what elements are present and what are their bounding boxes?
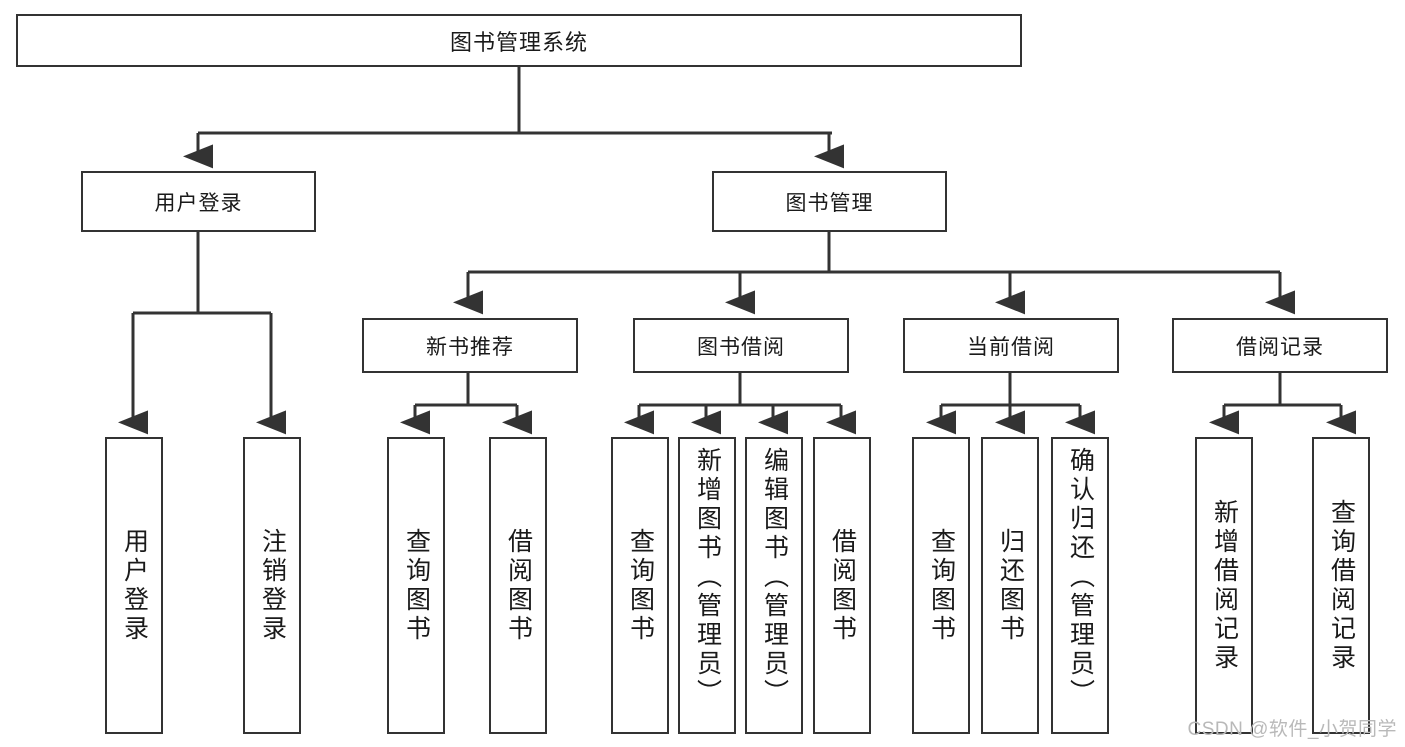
- node-new-book-recommendation[interactable]: 新书推荐: [362, 318, 578, 373]
- leaf-label: 用户登录: [120, 527, 149, 644]
- leaf-inner: 用户登录: [107, 439, 161, 732]
- leaf-borrow-book-recommend[interactable]: 借阅图书: [489, 437, 547, 734]
- node-root-book-management-system[interactable]: 图书管理系统: [16, 14, 1022, 67]
- leaf-logout[interactable]: 注销登录: [243, 437, 301, 734]
- leaf-inner: 查询图书: [914, 439, 968, 732]
- leaf-label: 新增借阅记录: [1210, 498, 1239, 673]
- node-borrow-records[interactable]: 借阅记录: [1172, 318, 1388, 373]
- leaf-label: 查询图书: [927, 527, 956, 644]
- leaf-inner: 借阅图书: [815, 439, 869, 732]
- leaf-label: 确认归还（管理员）: [1066, 447, 1095, 708]
- leaf-return-book[interactable]: 归还图书: [981, 437, 1039, 734]
- leaf-inner: 编辑图书（管理员）: [747, 439, 801, 740]
- leaf-inner: 确认归还（管理员）: [1053, 439, 1107, 740]
- node-label: 当前借阅: [967, 335, 1055, 359]
- leaf-inner: 注销登录: [245, 439, 299, 732]
- leaf-label: 编辑图书（管理员）: [760, 447, 789, 708]
- leaf-query-borrow-record[interactable]: 查询借阅记录: [1312, 437, 1370, 734]
- leaf-confirm-return-admin[interactable]: 确认归还（管理员）: [1051, 437, 1109, 734]
- node-current-borrowing[interactable]: 当前借阅: [903, 318, 1119, 373]
- leaf-inner: 新增借阅记录: [1197, 439, 1251, 732]
- leaf-add-book-admin[interactable]: 新增图书（管理员）: [678, 437, 736, 734]
- leaf-label: 借阅图书: [828, 527, 857, 644]
- leaf-inner: 新增图书（管理员）: [680, 439, 734, 740]
- leaf-label: 查询图书: [626, 527, 655, 644]
- leaf-inner: 归还图书: [983, 439, 1037, 732]
- leaf-user-login[interactable]: 用户登录: [105, 437, 163, 734]
- leaf-label: 注销登录: [258, 527, 287, 644]
- leaf-label: 新增图书（管理员）: [693, 447, 722, 708]
- leaf-label: 借阅图书: [504, 527, 533, 644]
- node-book-management[interactable]: 图书管理: [712, 171, 947, 232]
- leaf-edit-book-admin[interactable]: 编辑图书（管理员）: [745, 437, 803, 734]
- leaf-label: 归还图书: [996, 527, 1025, 644]
- leaf-query-book-current[interactable]: 查询图书: [912, 437, 970, 734]
- node-label: 借阅记录: [1236, 335, 1324, 359]
- leaf-query-book-recommend[interactable]: 查询图书: [387, 437, 445, 734]
- node-book-borrowing[interactable]: 图书借阅: [633, 318, 849, 373]
- leaf-label: 查询借阅记录: [1327, 498, 1356, 673]
- node-label: 图书管理: [785, 191, 874, 215]
- watermark: CSDN @软件_小贺同学: [1187, 719, 1397, 740]
- node-label: 用户登录: [154, 191, 243, 215]
- leaf-label: 查询图书: [402, 527, 431, 644]
- leaf-inner: 查询图书: [613, 439, 667, 732]
- node-label: 图书管理系统: [449, 29, 588, 55]
- leaf-inner: 查询借阅记录: [1314, 439, 1368, 732]
- leaf-inner: 查询图书: [389, 439, 443, 732]
- leaf-add-borrow-record[interactable]: 新增借阅记录: [1195, 437, 1253, 734]
- leaf-inner: 借阅图书: [491, 439, 545, 732]
- node-label: 图书借阅: [697, 335, 785, 359]
- leaf-borrow-book[interactable]: 借阅图书: [813, 437, 871, 734]
- leaf-query-book-borrow[interactable]: 查询图书: [611, 437, 669, 734]
- node-label: 新书推荐: [426, 335, 514, 359]
- node-user-login[interactable]: 用户登录: [81, 171, 316, 232]
